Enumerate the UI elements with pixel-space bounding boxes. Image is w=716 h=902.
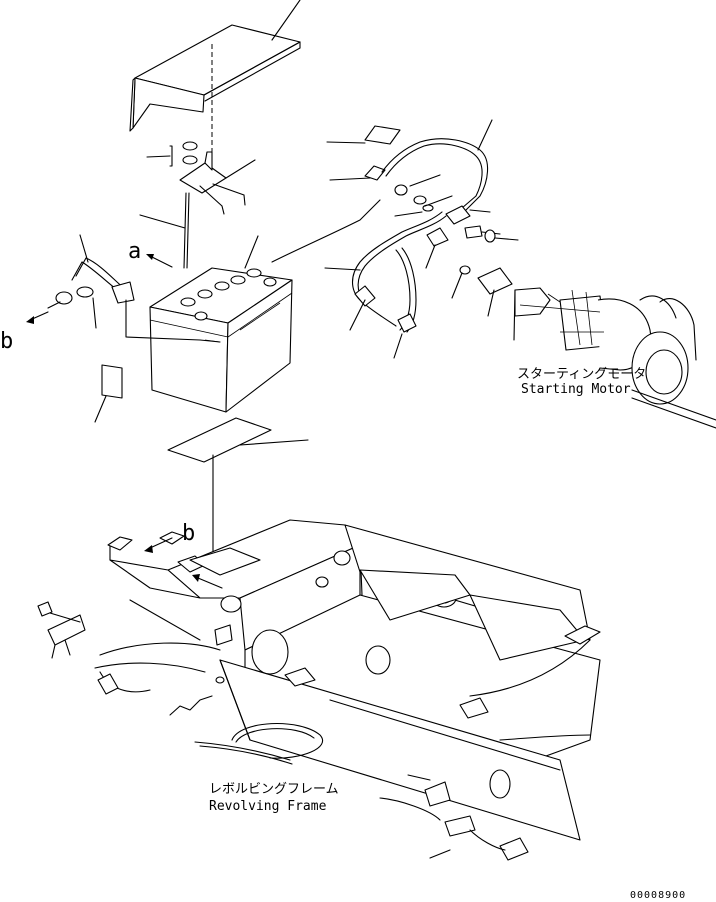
battery <box>149 235 293 413</box>
view-marker-b-frame: b <box>182 521 195 546</box>
starting-motor-label-en: Starting Motor <box>521 382 631 397</box>
battery-cover <box>129 0 301 160</box>
drawing-code: 00008900 <box>630 890 686 901</box>
starting-motor-label-jp: スターティングモータ <box>517 367 646 382</box>
nuts-and-bracket <box>139 141 256 269</box>
view-marker-a: a <box>128 239 141 264</box>
revolving-frame-label-en: Revolving Frame <box>209 799 327 814</box>
view-arrow-b-frame: b <box>144 521 223 589</box>
starting-motor: スターティングモータ Starting Motor <box>514 287 716 429</box>
view-arrow-a: a <box>128 239 173 268</box>
ground-cable <box>47 234 221 343</box>
positive-cable-harness <box>271 119 519 359</box>
small-plate <box>94 364 123 423</box>
view-marker-b-left: b <box>0 329 13 354</box>
revolving-frame: レボルビングフレーム Revolving Frame <box>37 519 601 861</box>
view-arrow-b-left: b <box>0 311 49 354</box>
revolving-frame-label-jp: レボルビングフレーム <box>209 782 339 797</box>
battery-pad <box>167 417 309 556</box>
